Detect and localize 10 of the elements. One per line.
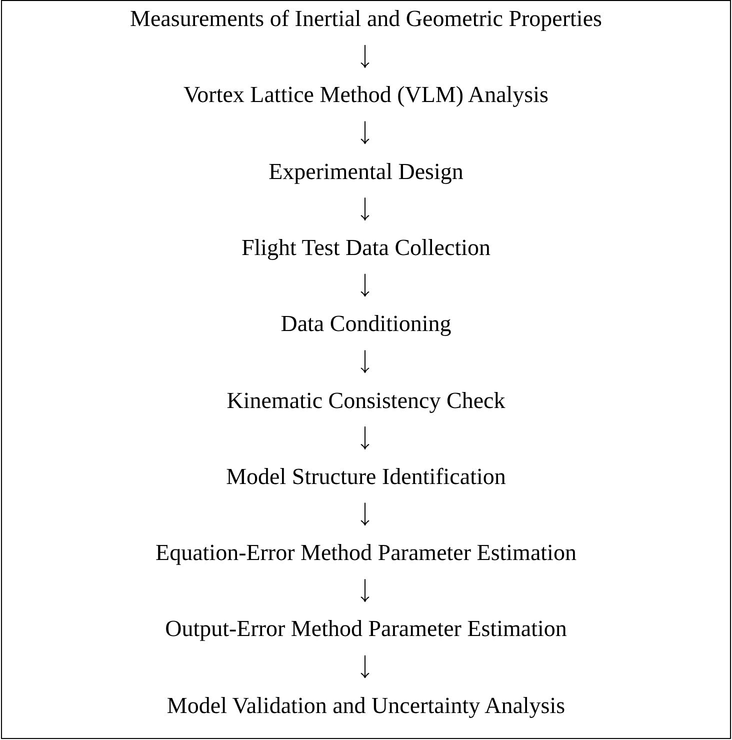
step-text: Measurements of Inertial and Geometric Properties (128, 0, 604, 46)
step-text: Experimental Design (266, 144, 466, 199)
step-text: Model Structure Identification (224, 450, 508, 504)
step-text: Output-Error Method Parameter Estimation (163, 602, 569, 656)
step-text: Model Validation and Uncertainty Analysis (164, 678, 568, 733)
step-text: Vortex Lattice Method (VLM) Analysis (182, 68, 550, 122)
step-text: Data Conditioning (278, 297, 454, 352)
step-text: Flight Test Data Collection (239, 220, 493, 275)
step-text: Equation-Error Method Parameter Estimation (154, 526, 578, 580)
step-text: Kinematic Consistency Check (224, 374, 508, 428)
